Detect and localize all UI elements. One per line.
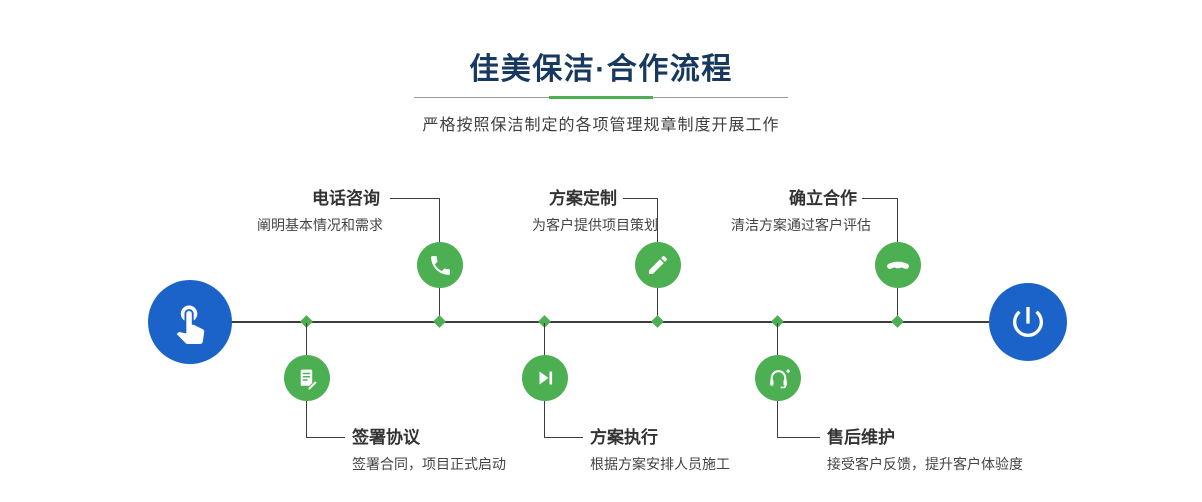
connector-elbow <box>439 198 440 242</box>
hand-pointer-icon <box>176 305 205 344</box>
step-title-plan-execute: 方案执行 <box>590 428 658 447</box>
divider-line-right <box>653 97 788 98</box>
connector-elbow <box>623 198 658 199</box>
connector-elbow <box>862 198 898 199</box>
play-forward-icon <box>539 371 553 385</box>
connector-elbow <box>306 437 345 438</box>
step-desc-sign-agreement: 签署合同，项目正式启动 <box>352 456 506 472</box>
timeline-start-node <box>148 280 232 364</box>
timeline-end-node <box>989 283 1067 361</box>
connector-stem <box>897 288 898 321</box>
connector-stem <box>657 288 658 321</box>
step-node-after-sales <box>755 355 801 401</box>
connector-stem <box>777 323 778 355</box>
connector-elbow <box>777 401 778 437</box>
divider-accent <box>549 96 653 99</box>
connector-stem <box>544 323 545 355</box>
connector-elbow <box>306 401 307 437</box>
pencil-design-icon <box>649 255 668 274</box>
title-divider <box>0 96 1202 99</box>
connector-stem <box>306 323 307 355</box>
step-desc-phone-consult: 阐明基本情况和需求 <box>257 217 383 233</box>
timeline-diamond <box>433 315 446 328</box>
step-title-establish-coop: 确立合作 <box>789 189 857 208</box>
connector-elbow <box>544 401 545 437</box>
phone-icon <box>430 255 450 275</box>
connector-stem <box>439 288 440 321</box>
step-node-sign-agreement <box>284 355 330 401</box>
timeline-diamond <box>891 315 904 328</box>
step-node-plan-custom <box>635 242 681 288</box>
step-node-plan-execute <box>522 355 568 401</box>
connector-elbow <box>897 198 898 242</box>
handshake-icon <box>887 261 909 269</box>
headset-support-icon <box>769 368 790 388</box>
step-node-establish-coop <box>875 242 921 288</box>
step-desc-plan-custom: 为客户提供项目策划 <box>532 217 658 233</box>
step-title-after-sales: 售后维护 <box>827 428 895 447</box>
timeline-diamond <box>651 315 664 328</box>
connector-elbow <box>390 198 440 199</box>
contract-sign-icon <box>300 369 318 391</box>
connector-elbow <box>777 437 820 438</box>
page-title: 佳美保洁·合作流程 <box>469 53 733 86</box>
divider-line-left <box>414 97 549 98</box>
step-title-plan-custom: 方案定制 <box>549 189 617 208</box>
step-node-phone-consult <box>417 242 463 288</box>
step-desc-after-sales: 接受客户反馈，提升客户体验度 <box>827 456 1023 472</box>
connector-elbow <box>657 198 658 242</box>
step-title-phone-consult: 电话咨询 <box>312 189 380 208</box>
power-icon <box>1013 307 1043 337</box>
page-subtitle: 严格按照保洁制定的各项管理规章制度开展工作 <box>422 117 780 134</box>
timeline-line <box>190 321 1030 323</box>
step-desc-plan-execute: 根据方案安排人员施工 <box>590 456 730 472</box>
connector-elbow <box>544 437 583 438</box>
step-desc-establish-coop: 清洁方案通过客户评估 <box>731 217 871 233</box>
step-title-sign-agreement: 签署协议 <box>352 428 420 447</box>
